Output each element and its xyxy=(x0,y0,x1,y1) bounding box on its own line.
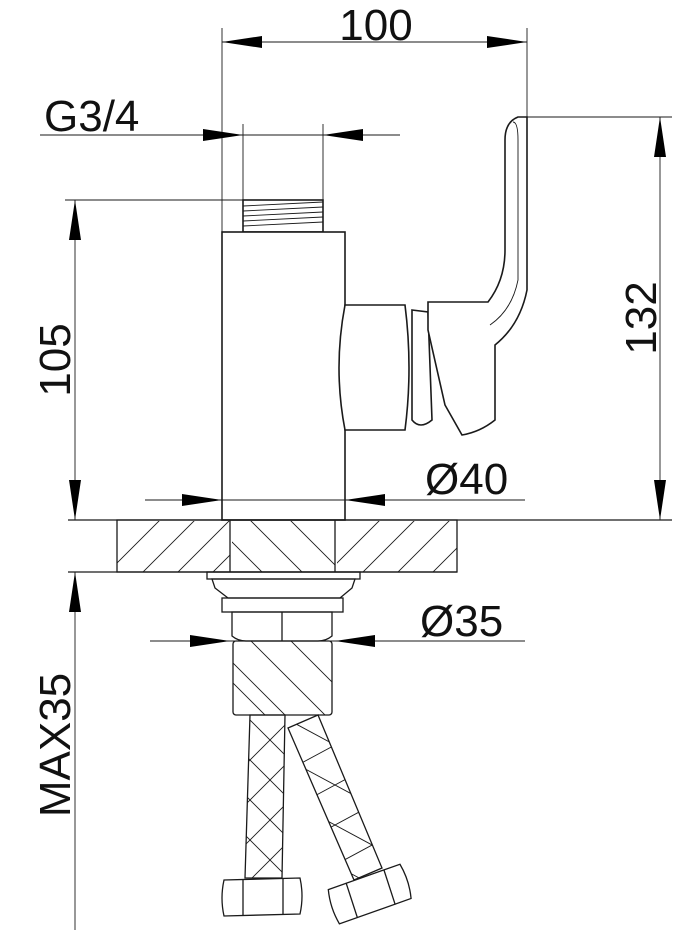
dimension-max-thickness: MAX35 xyxy=(31,572,81,930)
body-diameter-label: Ø40 xyxy=(425,455,508,504)
mounting-hardware xyxy=(206,571,361,716)
dimension-body-diameter: Ø40 xyxy=(145,455,525,506)
faucet-body xyxy=(221,116,528,521)
width-label: 100 xyxy=(339,1,412,50)
total-height-label: 132 xyxy=(617,281,666,354)
hose-nut-left xyxy=(221,877,303,917)
thread-label: G3/4 xyxy=(44,92,139,141)
dimension-body-height: 105 xyxy=(31,199,243,520)
hose-nut-right xyxy=(327,863,412,925)
braided-hoses xyxy=(221,714,412,925)
body-height-label: 105 xyxy=(31,323,80,396)
dimension-thread: G3/4 xyxy=(40,92,400,200)
dimension-shank-diameter: Ø35 xyxy=(150,597,525,647)
dimension-width: 100 xyxy=(221,1,528,232)
max-thickness-label: MAX35 xyxy=(31,673,80,817)
dimension-total-height: 132 xyxy=(527,116,672,520)
countertop-section xyxy=(68,519,672,573)
shank-diameter-label: Ø35 xyxy=(420,597,503,646)
